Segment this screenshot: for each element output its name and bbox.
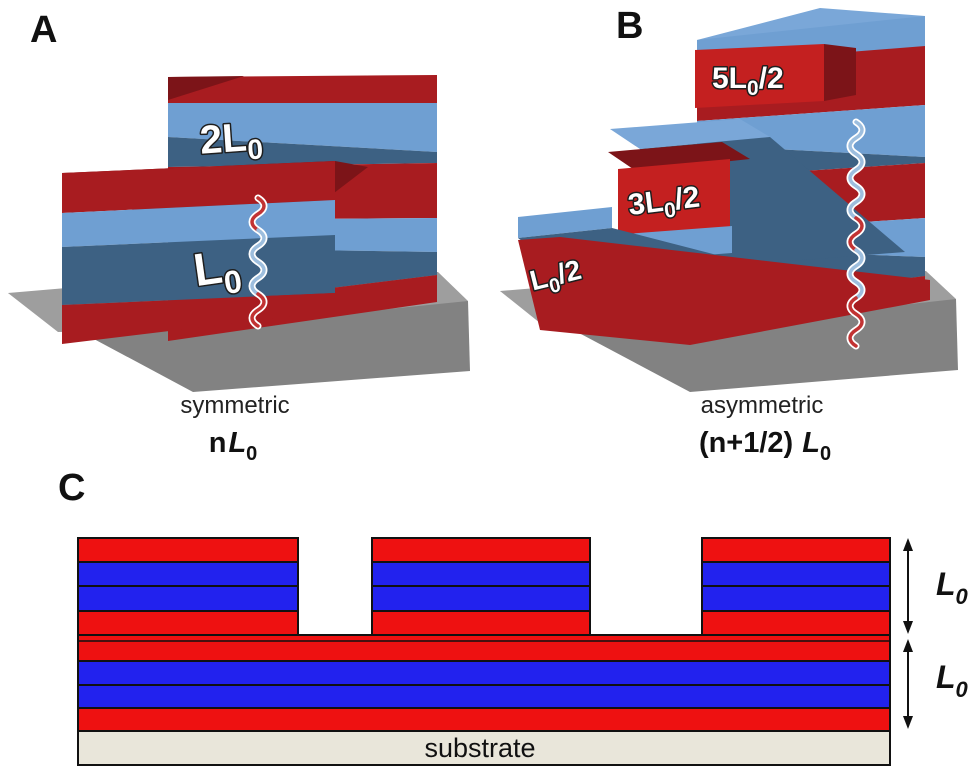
panel-c-mesa1-blue-2 [77,585,299,612]
panel-a-cut-squiggle-blue-mid [250,228,266,296]
panel-b-squiggle-red-1 [848,216,864,252]
panel-a-terrace-red-stripe-bottom [62,293,335,344]
panel-b-bottom-step-blue-stripe [518,207,612,238]
panel-a-letter: A [30,9,57,51]
panel-c-mesa3-blue-2 [701,585,891,612]
panel-b-letter: B [616,5,643,47]
panel-a-cut-squiggle-red-bottom [250,292,266,328]
panel-c-dim-label-bottom: L0 [936,659,969,702]
panel-a: 2L0 L0 A symmetric nL0 [8,9,470,465]
panel-c-substrate [77,730,891,766]
panel-a-cut-squiggle-red-top [250,196,266,232]
panel-c-dim-arrow-bottom [903,639,913,729]
panel-b-squiggle-red-2 [848,296,864,348]
panel-b-bottom-red-band [518,237,930,345]
panel-b-mid-terrace-blue-stripe [610,119,770,149]
panel-a-terrace-blue-shade [62,235,335,305]
panel-a-block-blue-stripe-1 [168,103,437,152]
panel-c-dim-arrow-bottom-head-down [903,716,913,729]
panel-b-label-5l0-2: 5L0/2 [712,62,784,100]
panel-a-label-2l0: 2L0 [198,114,264,168]
panel-c-film-red-bottom [77,707,891,732]
panel-a-formula: nL0 [209,427,258,465]
panel-c-dim-arrow-top [903,538,913,634]
panel-b-slab-3l0-top-face [608,142,750,171]
panel-c-dim-arrow-top-head-up [903,538,913,551]
panel-b: 5L0/2 3L0/2 L0/2 B asymmetric (n+1/2)L0 [500,5,958,465]
panel-b-caption: asymmetric [701,392,824,419]
panel-a-caption: symmetric [180,392,289,419]
panel-b-label-3l0-2: 3L0/2 [626,180,702,226]
panel-b-slab-3l0-front-face [618,159,730,241]
panel-c-mesa3-red-bottom [701,610,891,636]
panel-b-squiggle-blue-1 [848,120,864,220]
panel-c-film-blue-1 [77,660,891,686]
panel-c-mesa2-blue-1 [371,561,591,587]
panel-c-mesa3-blue-1 [701,561,891,587]
panel-c-mesa3-red-top [701,537,891,563]
panel-b-label-l0-2: L0/2 [527,254,586,302]
panel-c-mesa1-red-top [77,537,299,563]
panel-c-film-blue-2 [77,684,891,709]
panel-c-film-red-top [77,634,891,662]
panel-c-mesa2-blue-2 [371,585,591,612]
panel-c-dim-arrow-bottom-head-up [903,639,913,652]
panel-c-dim-label-top: L0 [936,566,969,609]
panel-c-mesa1-blue-1 [77,561,299,587]
panel-c-substrate-label: substrate [424,733,535,763]
panel-c-letter: C [58,467,85,509]
panel-c-mesa2-red-bottom [371,610,591,636]
panel-a-block-top-face [168,76,244,100]
panel-b-squiggle-blue-2 [848,248,864,300]
panel-b-slab-5l0-front-face [695,44,824,108]
panel-b-slab-5l0-side-face [824,44,856,101]
panel-c: C substrate L0 [58,467,969,766]
panel-a-terrace-red-stripe-top [62,161,335,213]
panel-c-mesa2-red-top [371,537,591,563]
panel-c-mesa1-red-bottom [77,610,299,636]
panel-a-block-red-stripe-top [168,75,437,103]
panel-a-block-blue-top-face-1 [168,137,437,167]
panel-b-formula: (n+1/2)L0 [699,427,831,465]
panel-c-dim-arrow-top-head-down [903,621,913,634]
